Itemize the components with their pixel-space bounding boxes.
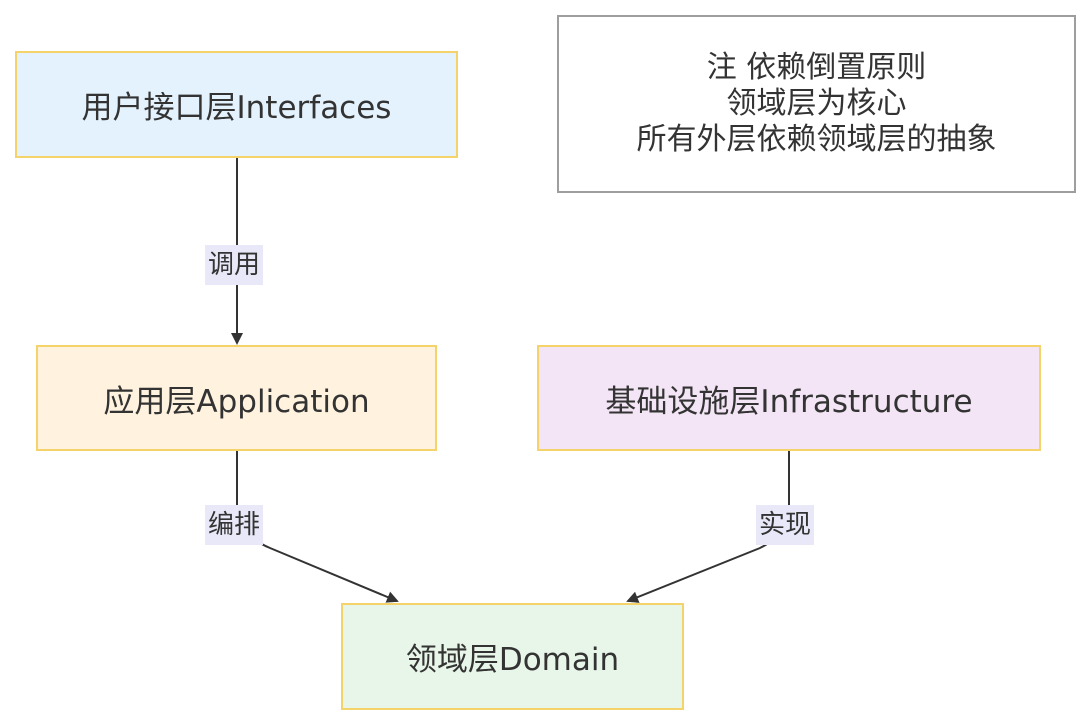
node-domain-layer: 领域层Domain xyxy=(341,603,684,710)
node-infrastructure-layer: 基础设施层Infrastructure xyxy=(537,345,1041,451)
note-line-2: 领域层为核心 xyxy=(726,86,907,121)
note-line-1: 注 依赖倒置原则 xyxy=(706,50,927,85)
note-line-3: 所有外层依赖领域层的抽象 xyxy=(636,122,997,157)
node-application-layer: 应用层Application xyxy=(36,345,437,451)
node-interfaces-layer: 用户接口层Interfaces xyxy=(15,51,458,158)
edge-label-implement: 实现 xyxy=(756,505,815,545)
node-domain-label: 领域层Domain xyxy=(405,642,620,678)
note-box: 注 依赖倒置原则 领域层为核心 所有外层依赖领域层的抽象 xyxy=(557,15,1076,193)
node-infrastructure-label: 基础设施层Infrastructure xyxy=(605,383,973,420)
node-interfaces-label: 用户接口层Interfaces xyxy=(81,90,392,126)
node-application-label: 应用层Application xyxy=(103,383,370,420)
edge-label-orchestrate: 编排 xyxy=(205,505,264,545)
edge-label-call: 调用 xyxy=(205,245,264,285)
